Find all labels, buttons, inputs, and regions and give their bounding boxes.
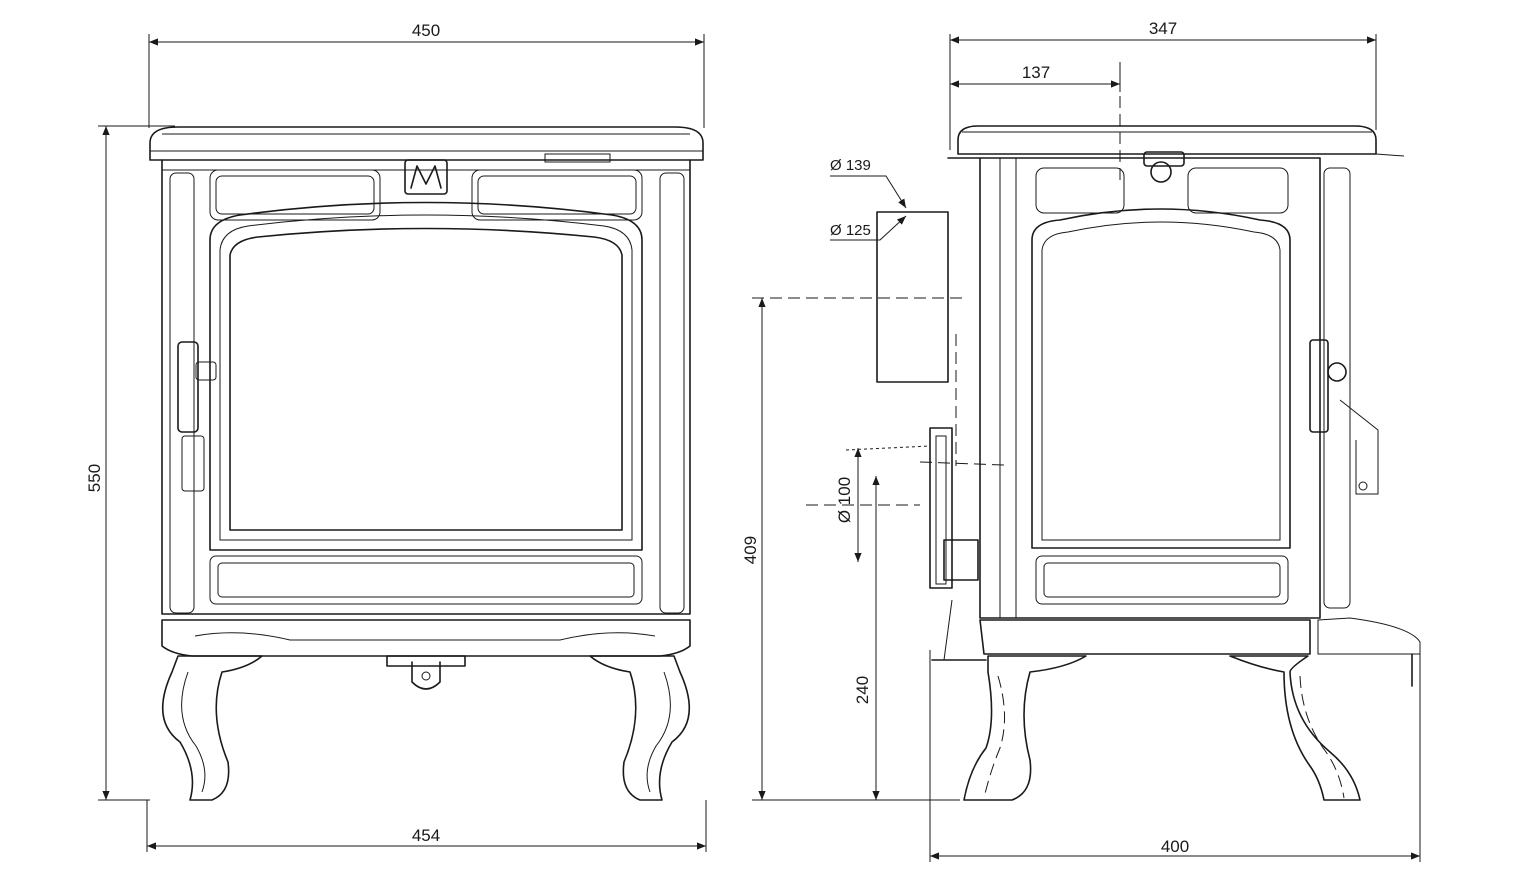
dimension-labels: 450 454 550 347 137 400 409 240 Ø 100 Ø …	[85, 19, 1189, 856]
label-air-inlet-diameter: Ø 100	[835, 477, 854, 523]
label-side-bottom-depth: 400	[1161, 837, 1189, 856]
label-side-flue-offset: 137	[1022, 63, 1050, 82]
label-rear-flue-height: 409	[741, 536, 760, 564]
label-flue-inner-diameter: Ø 125	[830, 222, 871, 239]
label-flue-outer-diameter: Ø 139	[830, 157, 871, 174]
front-dimensions	[98, 34, 707, 852]
label-front-top-width: 450	[412, 21, 440, 40]
label-side-top-width: 347	[1149, 19, 1177, 38]
label-air-inlet-height: 240	[853, 676, 872, 704]
side-view	[876, 125, 1421, 801]
label-front-height: 550	[85, 464, 104, 492]
label-front-bottom-width: 454	[412, 826, 440, 845]
front-view	[149, 126, 704, 801]
side-dimensions	[752, 34, 1421, 862]
